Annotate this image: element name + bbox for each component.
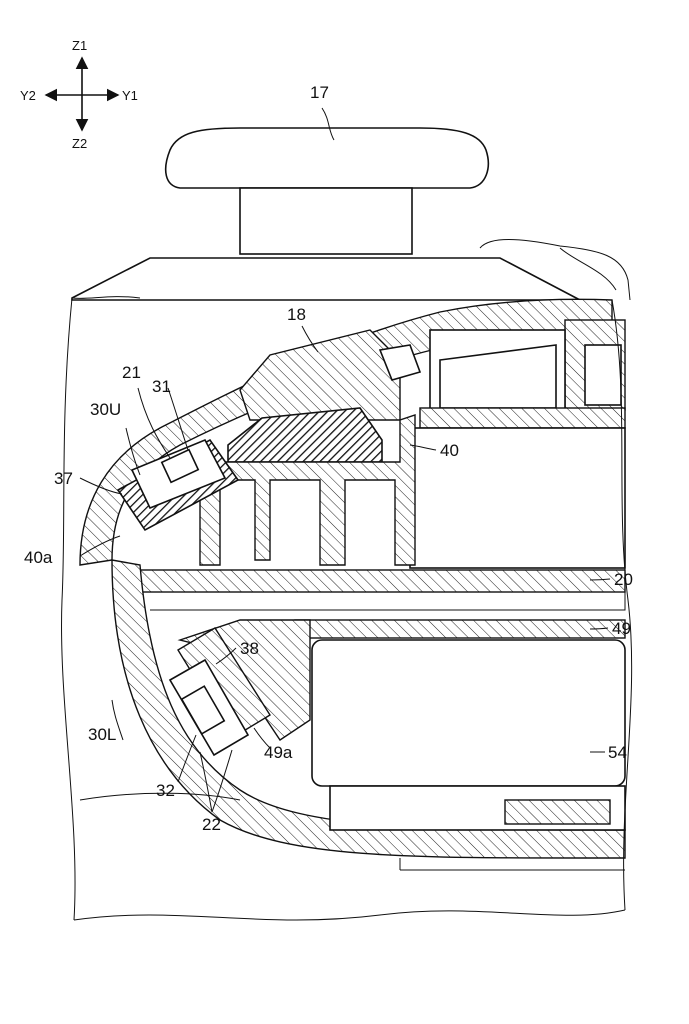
- label-38: 38: [240, 639, 259, 658]
- stick-knob: [164, 127, 490, 259]
- lower-housing: [111, 559, 626, 859]
- label-17: 17: [310, 83, 329, 102]
- break-line-right: [611, 299, 633, 911]
- label-18: 18: [287, 305, 306, 324]
- upper-switch-assembly: [116, 438, 240, 532]
- label-20: 20: [614, 570, 633, 589]
- label-37: 37: [54, 469, 73, 488]
- lower-switch-assembly: [168, 627, 271, 757]
- axis-y2-label: Y2: [20, 88, 36, 103]
- lower-blocks: [329, 785, 626, 871]
- label-22: 22: [202, 815, 221, 834]
- label-30l: 30L: [88, 725, 116, 744]
- axis-z2-label: Z2: [72, 136, 87, 151]
- right-upper-blocks: [409, 319, 626, 569]
- axis-z1-label: Z1: [72, 38, 87, 53]
- leader-lines: [79, 107, 611, 813]
- board-20: [134, 569, 626, 593]
- label-49a: 49a: [264, 743, 293, 762]
- label-21: 21: [122, 363, 141, 382]
- label-32: 32: [156, 781, 175, 800]
- battery-upper: [409, 427, 626, 569]
- label-30u: 30U: [90, 400, 121, 419]
- battery-54: [311, 639, 626, 787]
- label-31: 31: [152, 377, 171, 396]
- label-40: 40: [440, 441, 459, 460]
- label-49: 49: [612, 619, 631, 638]
- axis-y1-label: Y1: [122, 88, 138, 103]
- axis-indicator: Z1 Z2 Y2 Y1: [20, 38, 138, 151]
- stick-shaft: [239, 187, 413, 255]
- housing-top: [61, 239, 631, 921]
- label-54: 54: [608, 743, 627, 762]
- break-line-bottom: [73, 909, 626, 921]
- reference-labels: 17 18 21 31 30U 40 37 40a 20 49 38 30L 4…: [24, 83, 633, 834]
- label-40a: 40a: [24, 548, 53, 567]
- stick-holder: [239, 329, 422, 421]
